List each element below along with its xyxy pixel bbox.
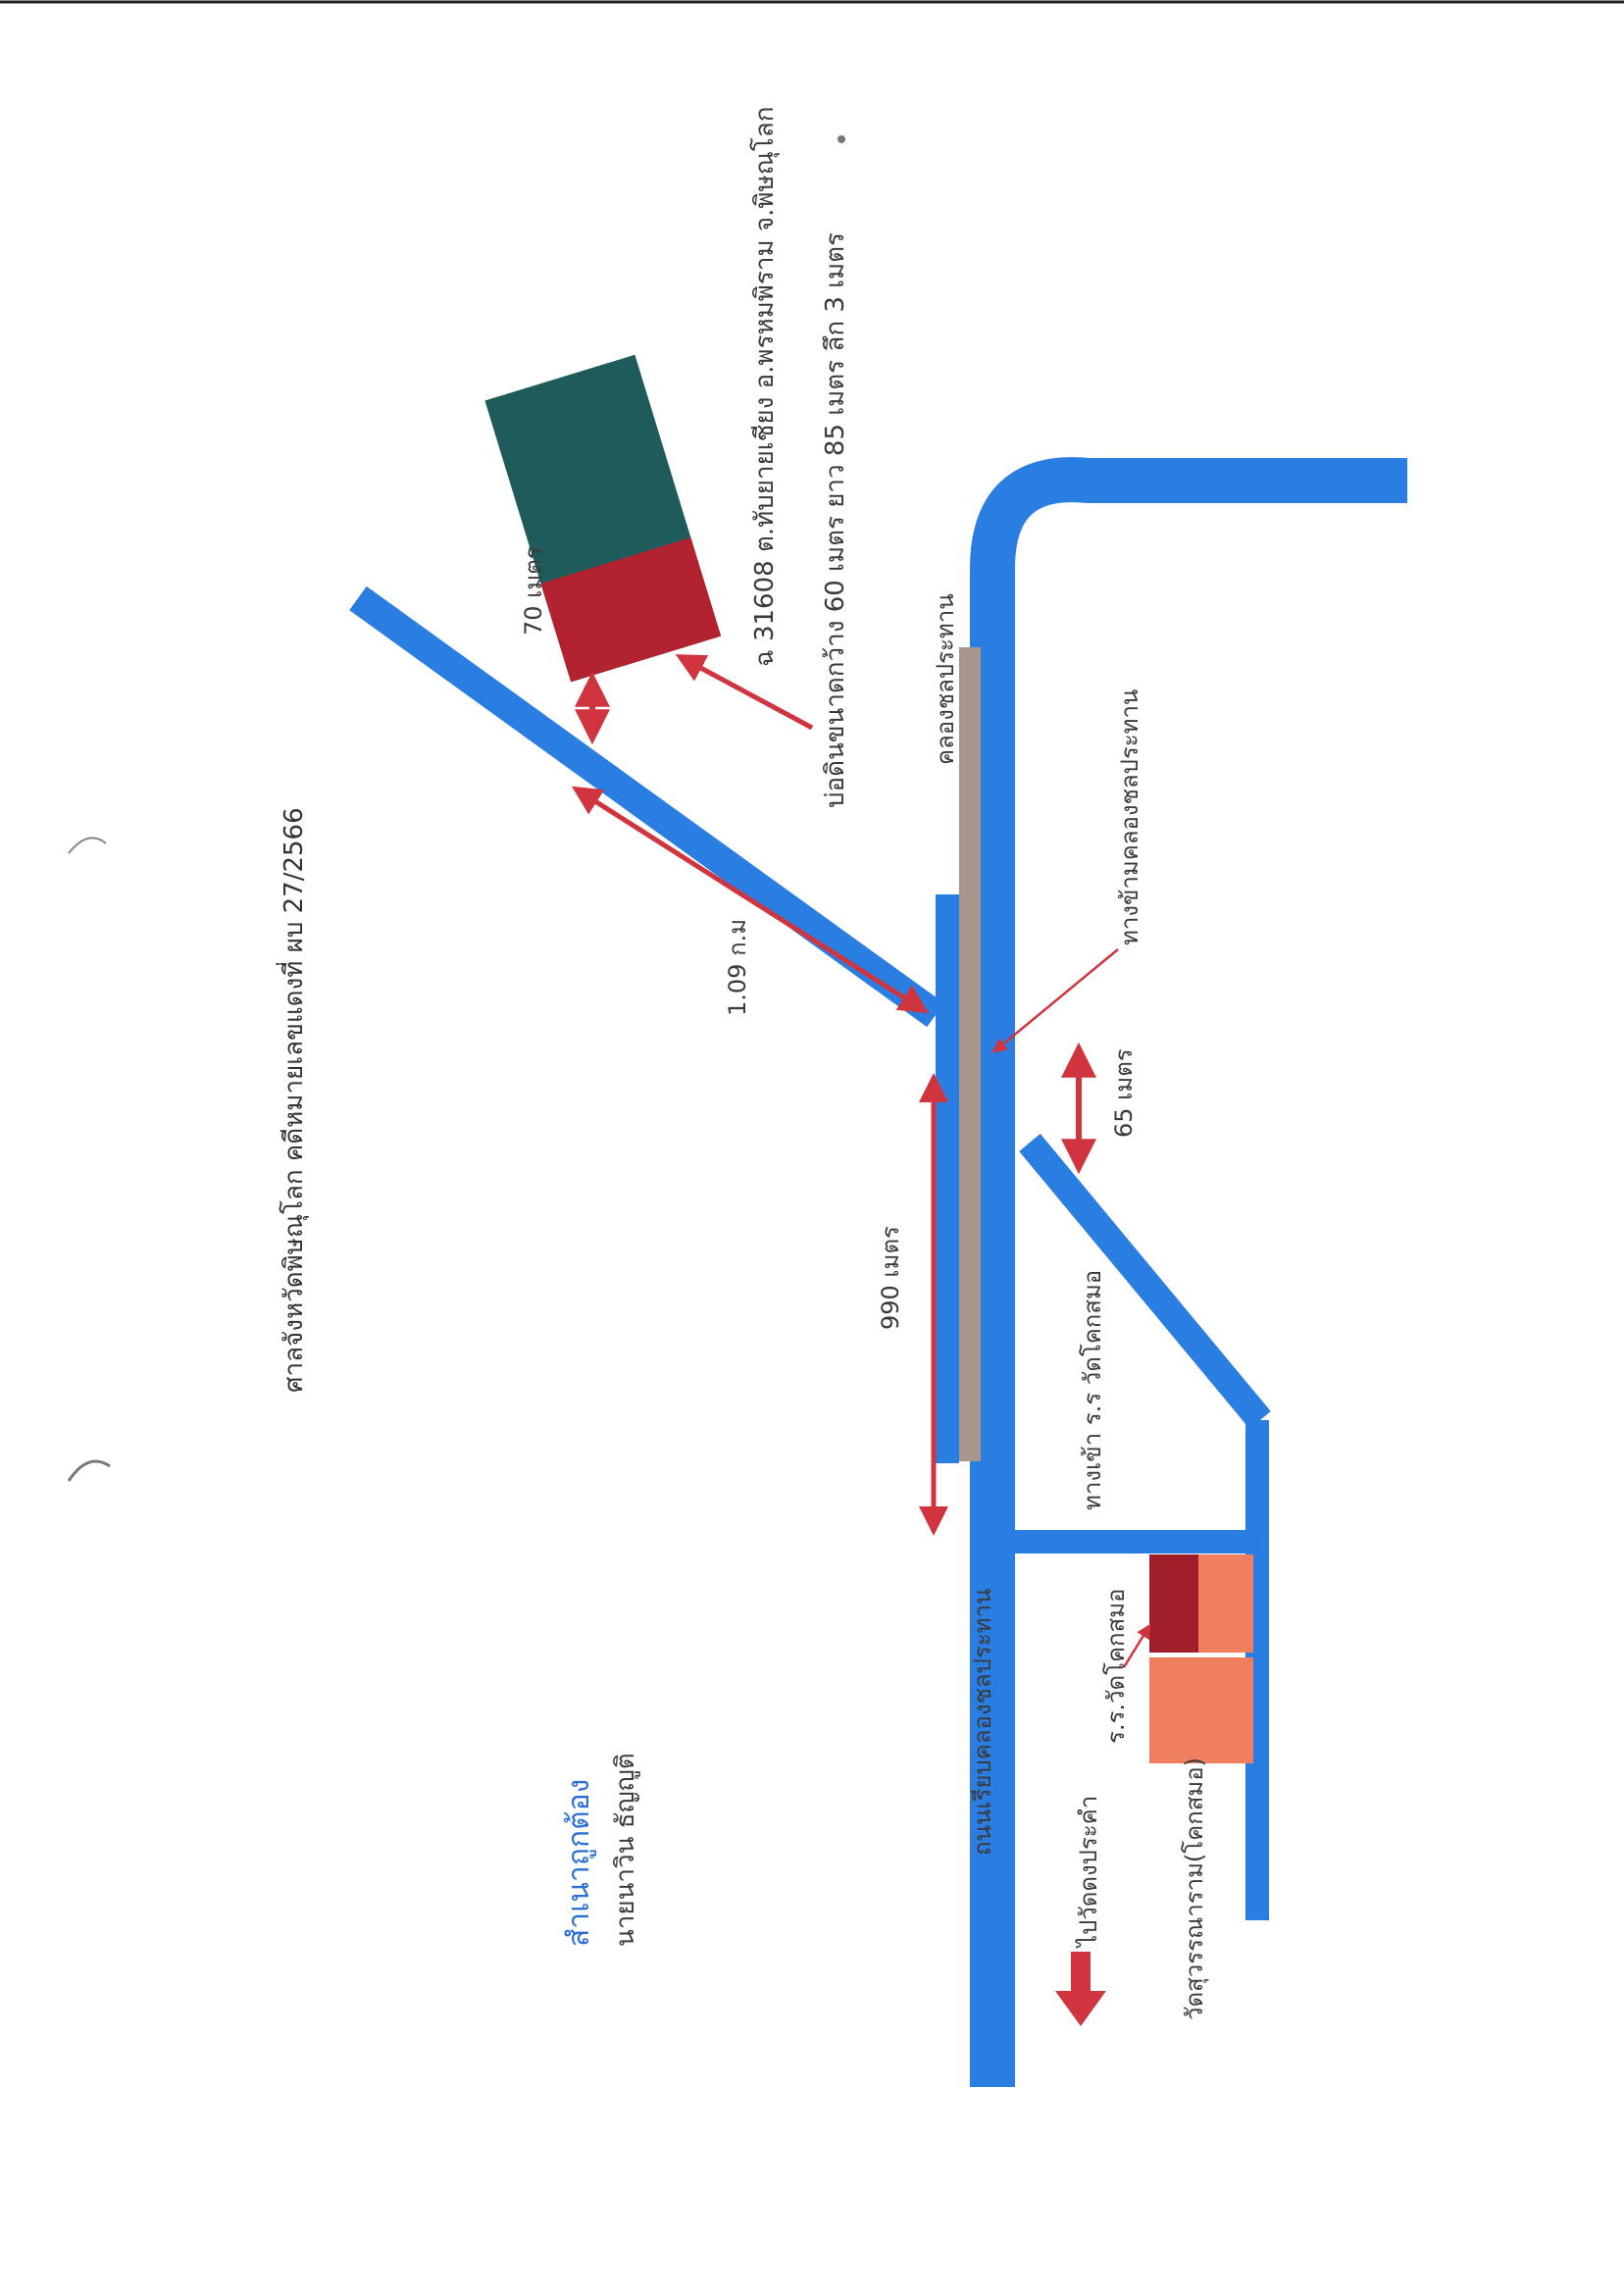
distance-990m: 990 เมตร xyxy=(877,1226,904,1330)
main-road xyxy=(970,457,1407,2087)
scan-speck xyxy=(837,135,845,143)
school-yard-block xyxy=(1198,1554,1253,1653)
side-road xyxy=(936,894,959,1463)
scan-mark xyxy=(68,837,107,854)
school-access-road xyxy=(992,1530,1269,1553)
distance-1-09km: 1.09 ก.ม xyxy=(724,919,751,1016)
wat-dong-label: ไปวัดดงประคำ xyxy=(1075,1796,1102,1949)
pond-size: บ่อดินขนาดกว้าง 60 เมตร ยาว 85 เมตร ลึก … xyxy=(821,232,850,808)
certification-title: สำเนาถูกต้อง xyxy=(562,1779,596,1947)
arrow-1-09km xyxy=(571,786,930,1014)
arrow-to-crossing xyxy=(991,948,1119,1053)
arrow-down-icon xyxy=(1055,1952,1106,2026)
arrow-to-pond xyxy=(675,654,814,731)
land-parcel xyxy=(484,354,722,683)
irrigation-canal xyxy=(959,647,981,1461)
school-entrance-label: ทางเข้า ร.ร วัดโคกสมอ xyxy=(1079,1270,1106,1510)
temple-label: วัดสุวรรณาราม(โคกสมอ) xyxy=(1181,1757,1209,2020)
temple-block xyxy=(1149,1657,1253,1763)
certification-name: นายนาวิน ธัญญูติ xyxy=(611,1753,640,1947)
court-case-title: ศาลจังหวัดพิษณุโลก คดีหมายเลขแดงที่ ผบ 2… xyxy=(276,807,309,1393)
canal-label: คลองชลประทาน xyxy=(932,593,959,765)
scan-mark xyxy=(67,1459,111,1482)
arrow-to-school xyxy=(1122,1623,1151,1668)
canal-crossing-label: ทางข้ามคลองชลประทาน xyxy=(1116,689,1143,945)
school-block xyxy=(1149,1554,1198,1653)
road-along-canal-label: ถนนเรียบคลองชลประทาน xyxy=(969,1589,996,1856)
distance-65m: 65 เมตร xyxy=(1110,1048,1138,1138)
distance-70m: 70 เมตร xyxy=(520,546,547,636)
school-label: ร.ร.วัดโคกสมอ xyxy=(1102,1589,1130,1744)
deed-info: ฉ 31608 ต.ทับยายเชียง อ.พรหมพิราม จ.พิษณ… xyxy=(749,107,780,667)
school-branch-road xyxy=(1019,1134,1271,1429)
